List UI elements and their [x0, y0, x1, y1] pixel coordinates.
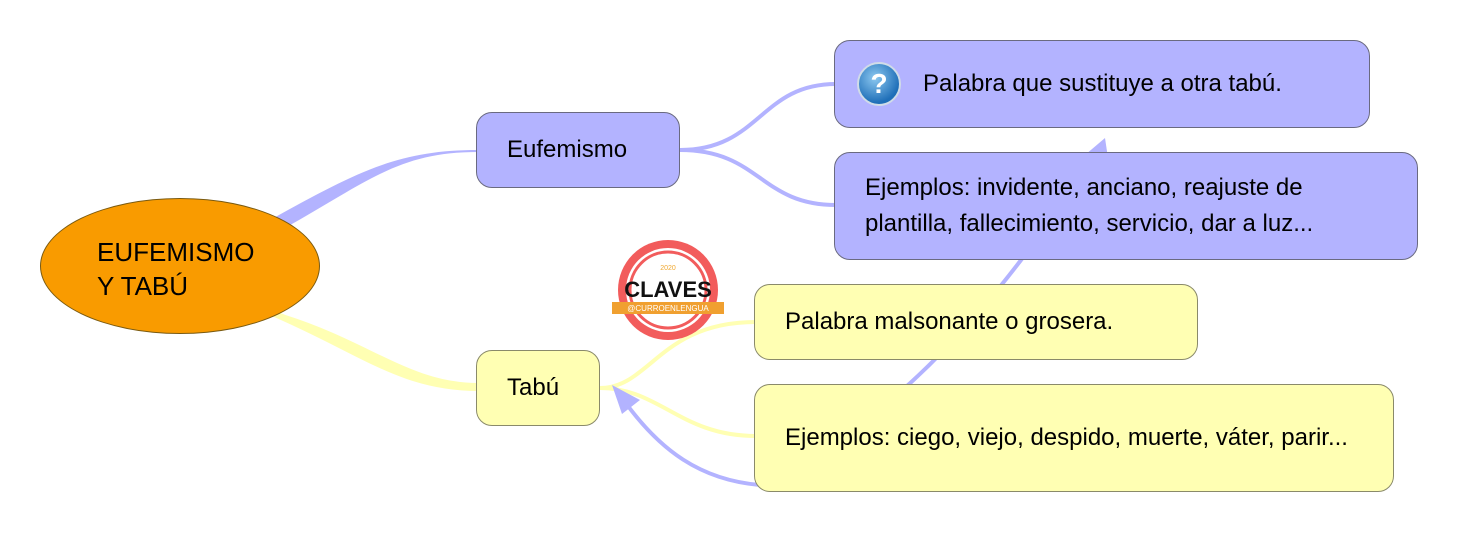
node-tabu-examples[interactable]: Ejemplos: ciego, viejo, despido, muerte,…	[754, 384, 1394, 492]
question-icon: ?	[857, 62, 901, 106]
arrowhead-tabu	[612, 385, 640, 414]
node-eufemismo-definition[interactable]: ? Palabra que sustituye a otra tabú.	[834, 40, 1370, 128]
node-label: Tabú	[507, 374, 560, 401]
link-eufemismo-examples	[679, 148, 837, 207]
node-tabu[interactable]: Tabú	[476, 350, 600, 426]
root-line-1: EUFEMISMO	[97, 237, 255, 267]
badge-title: CLAVES	[624, 277, 712, 302]
root-node[interactable]: EUFEMISMO Y TABÚ	[40, 198, 320, 334]
link-tabu-def	[599, 320, 757, 390]
node-text: Palabra que sustituye a otra tabú.	[923, 70, 1282, 97]
node-label: Eufemismo	[507, 136, 628, 163]
claves-badge-logo: 2020 CLAVES @CURROENLENGUA	[612, 240, 724, 340]
node-eufemismo[interactable]: Eufemismo	[476, 112, 680, 188]
node-tabu-definition[interactable]: Palabra malsonante o grosera.	[754, 284, 1198, 360]
badge-handle: @CURROENLENGUA	[627, 304, 709, 313]
badge-year: 2020	[660, 265, 676, 272]
link-eufemismo-def	[679, 82, 837, 152]
node-text: Ejemplos: invidente, anciano, reajuste d…	[865, 174, 1314, 237]
root-line-2: Y TABÚ	[97, 271, 189, 301]
link-root-tabu	[268, 309, 481, 392]
node-text: Ejemplos: ciego, viejo, despido, muerte,…	[785, 424, 1348, 451]
link-root-eufemismo	[270, 150, 478, 228]
node-text: Palabra malsonante o grosera.	[785, 308, 1114, 335]
node-eufemismo-examples[interactable]: Ejemplos: invidente, anciano, reajuste d…	[834, 152, 1418, 260]
